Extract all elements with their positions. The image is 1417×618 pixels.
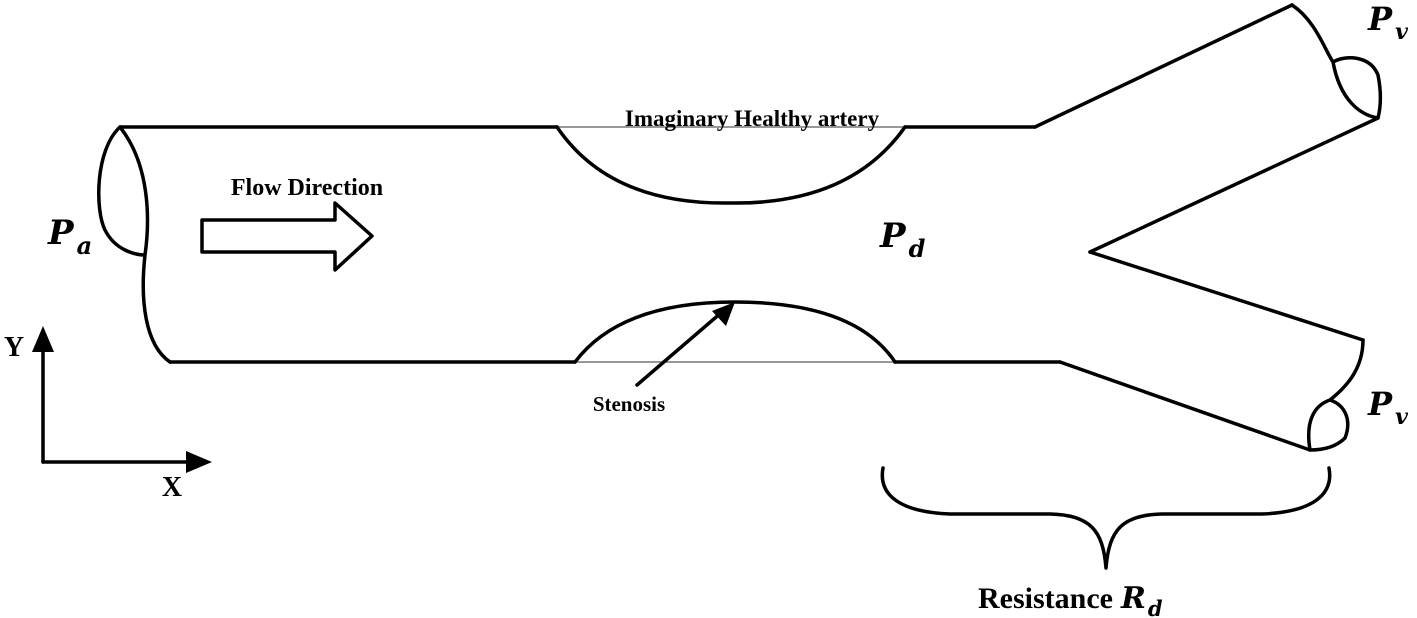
arterial-pressure-subscript: a	[77, 231, 93, 260]
lower-branch-inner-wall	[1088, 250, 1365, 342]
distal-pressure-symbol: P	[879, 216, 907, 256]
flow-direction-label: Flow Direction	[231, 175, 383, 201]
resistance-subscript: d	[1148, 596, 1163, 618]
x-axis-arrowhead	[186, 451, 212, 473]
y-axis-arrowhead	[32, 326, 54, 352]
stenosis-pointer-arrowhead	[712, 302, 735, 326]
distal-pressure-subscript: d	[909, 234, 926, 263]
bifurcation-branches	[1033, 3, 1383, 452]
inlet-cross-section	[97, 125, 172, 364]
coordinate-axes	[32, 326, 212, 473]
stenosis-pointer	[635, 302, 735, 387]
upper-stenosis-plaque	[555, 125, 907, 205]
lower-branch-outer-wall	[1058, 360, 1312, 452]
resistance-word: Resistance	[978, 582, 1113, 615]
axis-x-label: X	[162, 472, 182, 503]
venous-pressure-top-symbol: P	[1367, 0, 1393, 38]
venous-pressure-top-subscript: v	[1395, 19, 1408, 45]
healthy-artery-label: Imaginary Healthy artery	[625, 106, 880, 131]
resistance-symbol: R	[1120, 581, 1146, 616]
venous-pressure-bottom-symbol: P	[1367, 385, 1393, 423]
healthy-artery-reference	[557, 126, 905, 363]
stenosis-plaques	[555, 125, 907, 364]
lower-stenosis-plaque	[573, 300, 897, 364]
upper-branch-outlet-ellipse	[1290, 3, 1383, 120]
stenosis-label: Stenosis	[593, 392, 665, 416]
stenosis-pointer-line	[635, 310, 724, 387]
arterial-pressure-symbol: P	[47, 213, 75, 253]
artery-walls	[118, 125, 1062, 364]
flow-direction-arrow	[200, 201, 374, 272]
upper-branch-outer-wall	[1033, 3, 1294, 129]
lower-branch-outlet-ellipse	[1307, 338, 1365, 452]
axis-y-label: Y	[4, 332, 24, 363]
venous-pressure-bottom-subscript: v	[1395, 404, 1408, 430]
resistance-brace	[880, 466, 1332, 570]
upper-branch-inner-wall	[1088, 116, 1380, 254]
